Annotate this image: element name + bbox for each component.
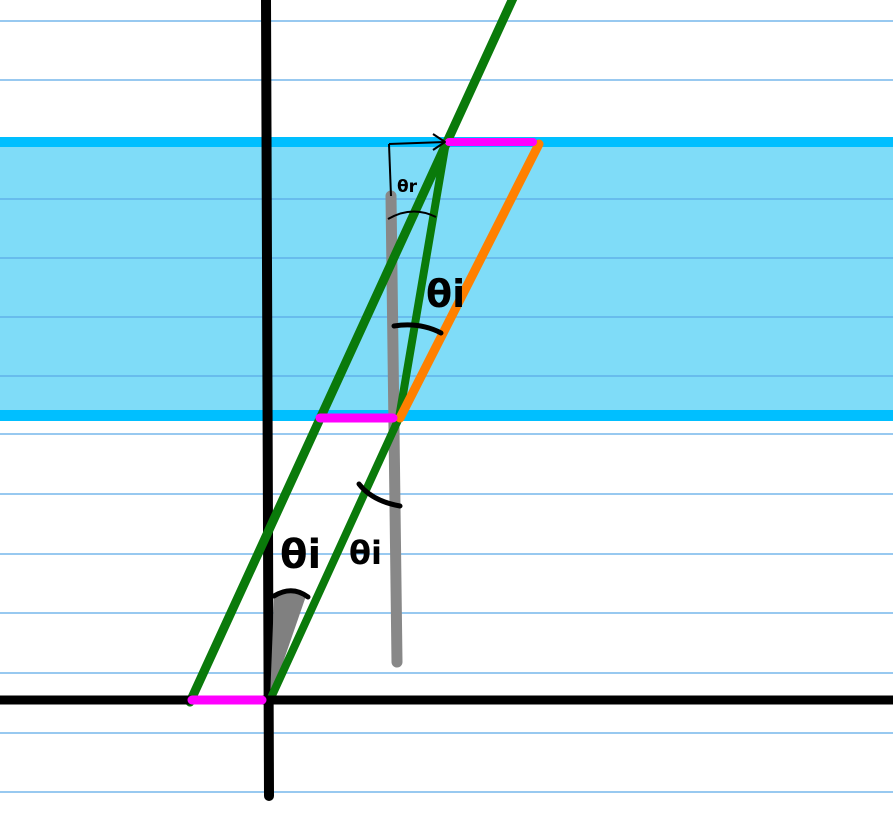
angle-arc-origin <box>271 588 311 600</box>
angle-arc-middle <box>356 481 403 509</box>
angle-arc-theta-r <box>387 210 437 220</box>
incident-ray <box>185 0 518 707</box>
slab-bottom-border <box>0 410 893 421</box>
arrow-right-icon <box>388 133 446 197</box>
label-theta-i-middle: θi <box>349 534 382 572</box>
emergent-ray <box>395 139 544 423</box>
label-theta-i-origin: θi <box>280 532 321 578</box>
label-theta-r: θr <box>397 177 418 197</box>
slab <box>0 141 893 418</box>
angle-arc-in-slab <box>391 322 444 336</box>
label-theta-i-in-slab: θi <box>426 272 465 316</box>
ruled-lines <box>0 20 893 793</box>
vertical-axis <box>261 0 274 801</box>
